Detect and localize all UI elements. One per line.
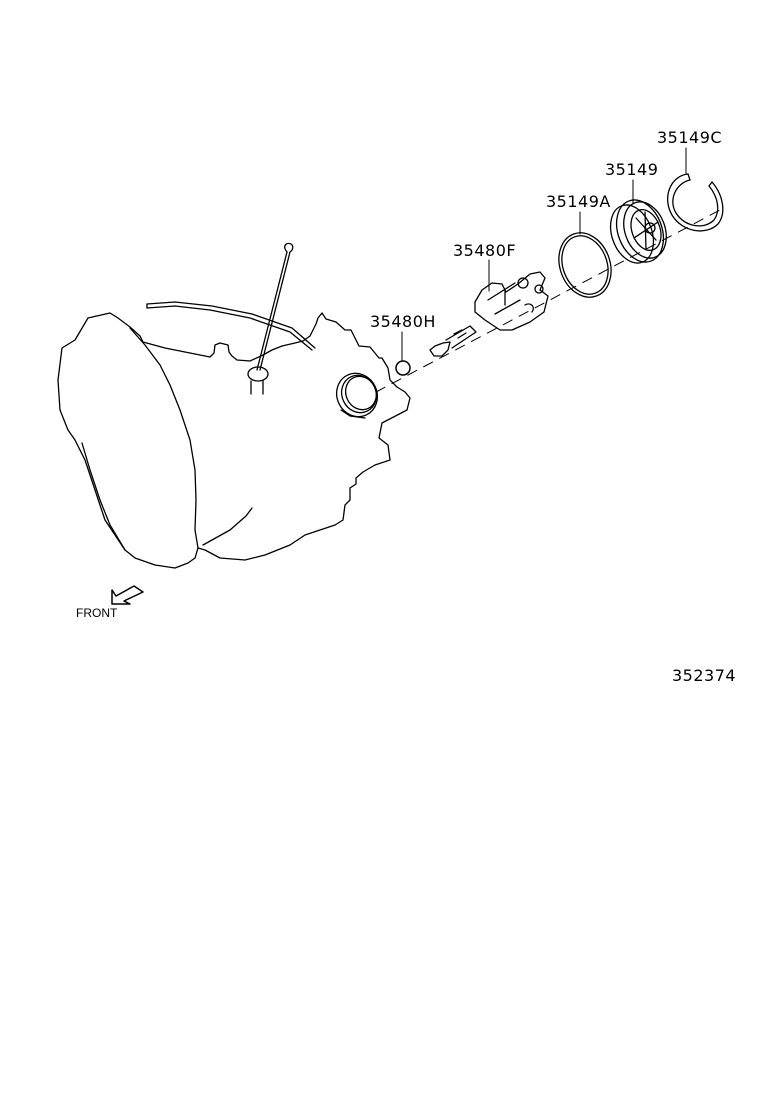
transmission-case	[58, 302, 410, 568]
assembly-axis-line	[376, 210, 720, 392]
callout-35480H: 35480H	[370, 312, 436, 331]
part-35149-gear	[603, 193, 674, 269]
callout-35149: 35149	[605, 160, 659, 179]
callout-35480F: 35480F	[453, 241, 517, 260]
part-35149C-snapring	[668, 174, 723, 231]
illustration-number: 352374	[672, 666, 737, 685]
callout-35149A: 35149A	[546, 192, 611, 211]
dipstick	[248, 243, 293, 394]
callout-35149C: 35149C	[657, 128, 723, 147]
part-35480H-oring	[396, 361, 410, 375]
front-orientation-label: FRONT	[76, 606, 118, 620]
part-35149A-oring	[550, 225, 620, 304]
part-35480F-housing	[430, 272, 548, 356]
front-arrow-icon	[112, 586, 143, 604]
